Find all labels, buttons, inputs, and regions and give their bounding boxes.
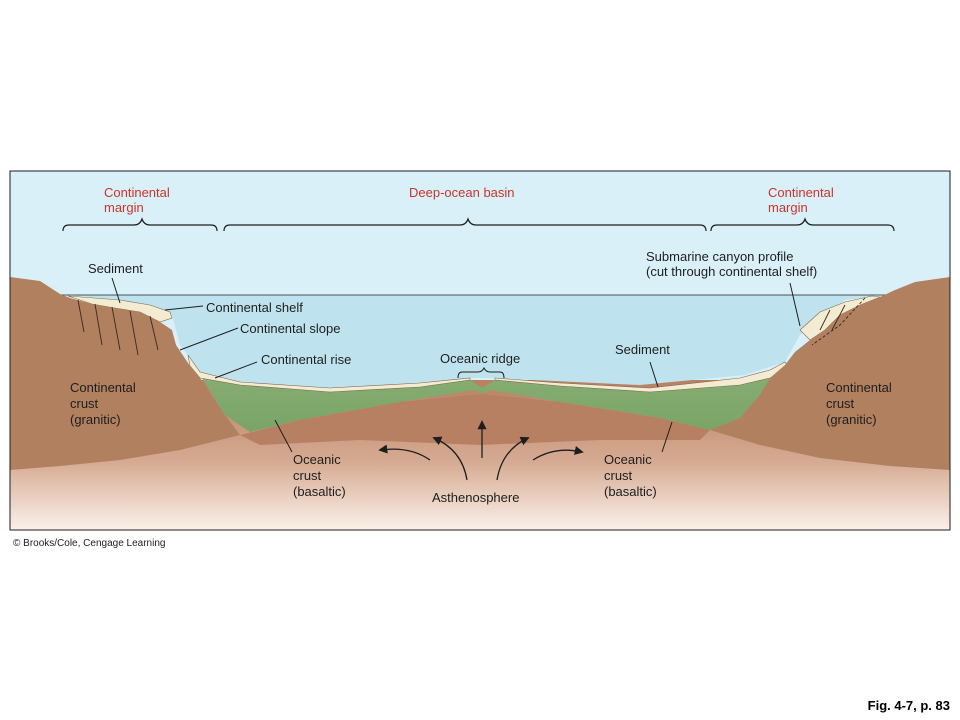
asthenosphere-label: Asthenosphere — [432, 490, 519, 505]
ocean-water — [70, 295, 880, 388]
left-margin-label: Continental margin — [104, 185, 173, 215]
deep-ocean-label: Deep-ocean basin — [409, 185, 515, 200]
oceanic-ridge-label: Oceanic ridge — [440, 351, 520, 366]
convection-arrows — [378, 420, 584, 481]
figure-number: Fig. 4-7, p. 83 — [868, 698, 950, 713]
oceanic-crust-left-label: Oceanic crust (basaltic) — [293, 452, 346, 499]
credit-line: © Brooks/Cole, Cengage Learning — [13, 538, 165, 549]
arrow-left-icon — [378, 444, 431, 461]
continental-slope-label: Continental slope — [240, 321, 340, 336]
right-margin-label: Continental margin — [768, 185, 837, 215]
canyon-label: Submarine canyon profile (cut through co… — [646, 249, 817, 279]
continental-rise-label: Continental rise — [261, 352, 351, 367]
mantle-upper — [240, 394, 710, 445]
arrow-right-icon — [532, 445, 584, 461]
continental-crust-left — [10, 277, 240, 470]
figure-frame — [9, 170, 951, 531]
continental-crust-right — [710, 277, 950, 470]
continental-shelf-label: Continental shelf — [206, 300, 303, 315]
arrow-right-up-icon — [496, 436, 530, 481]
continental-crust-right-label: Continental crust (granitic) — [826, 380, 895, 427]
oceanic-crust-right-label: Oceanic crust (basaltic) — [604, 452, 657, 499]
leader-lines — [111, 277, 801, 453]
sediment-right-label: Sediment — [615, 342, 670, 357]
sediment-left-label: Sediment — [88, 261, 143, 276]
fault-lines-left — [77, 299, 159, 356]
brace-right-margin — [710, 217, 895, 232]
continental-crust-left-label: Continental crust (granitic) — [70, 380, 139, 427]
brace-deep-ocean — [223, 217, 707, 232]
canyon-profile-lines — [811, 297, 866, 346]
arrow-left-up-icon — [432, 436, 468, 481]
brace-left-margin — [62, 217, 218, 232]
oceanic-crust-layer — [200, 375, 770, 432]
